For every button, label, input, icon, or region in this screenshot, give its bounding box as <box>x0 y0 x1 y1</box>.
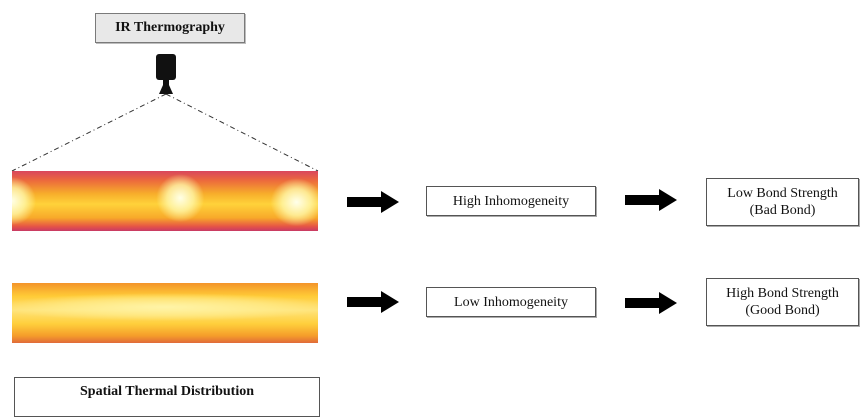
ir-thermography-label: IR Thermography <box>95 13 245 43</box>
high-inhomogeneity-text: High Inhomogeneity <box>452 193 570 209</box>
right-arrow-icon <box>347 191 399 213</box>
low-inhomogeneity-text: Low Inhomogeneity <box>454 294 568 310</box>
right-arrow-icon <box>347 291 399 313</box>
low-inhomogeneity-box: Low Inhomogeneity <box>426 287 596 317</box>
high-inhomogeneity-box: High Inhomogeneity <box>426 186 596 216</box>
thermal-image-good-bond <box>12 283 318 343</box>
ir-camera-icon <box>156 54 176 94</box>
bad-bond-text: (Bad Bond) <box>749 203 816 218</box>
spatial-thermal-distribution-text: Spatial Thermal Distribution <box>80 384 254 399</box>
high-bond-strength-text: High Bond Strength <box>726 286 839 301</box>
low-bond-strength-text: Low Bond Strength <box>727 186 838 201</box>
low-bond-strength-box: Low Bond Strength (Bad Bond) <box>706 178 859 226</box>
right-arrow-icon <box>625 292 677 314</box>
spatial-thermal-distribution-label: Spatial Thermal Distribution <box>14 377 320 417</box>
field-of-view-lines <box>11 93 319 172</box>
high-bond-strength-box: High Bond Strength (Good Bond) <box>706 278 859 326</box>
good-bond-text: (Good Bond) <box>745 303 820 318</box>
thermal-image-bad-bond <box>12 171 318 231</box>
right-arrow-icon <box>625 189 677 211</box>
ir-thermography-text: IR Thermography <box>115 20 225 35</box>
